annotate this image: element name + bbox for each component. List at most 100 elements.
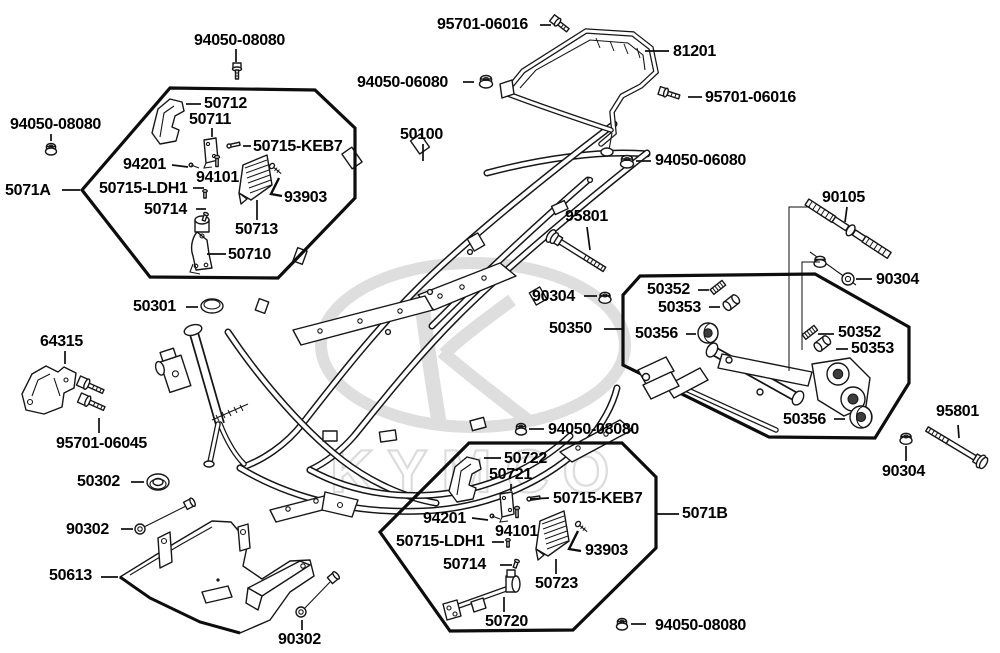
part-label-90105: 90105	[822, 189, 865, 206]
part-label-50613: 50613	[49, 567, 92, 584]
part-label-50352: 50352	[838, 324, 881, 341]
bracket-50720	[442, 569, 521, 621]
part-label-50350: 50350	[549, 320, 592, 337]
bolt-95701-06016-right	[657, 85, 681, 100]
part-label-5071B: 5071B	[682, 505, 728, 522]
nut-94050-06080-top	[478, 74, 494, 89]
pin-50715-keb7-a	[226, 141, 241, 149]
part-label-50100: 50100	[400, 126, 443, 143]
screw-94201-a	[188, 162, 200, 169]
bush-50356-upper	[697, 322, 719, 344]
part-label-95701-06016: 95701-06016	[437, 16, 529, 33]
bolt-95701-06045-2	[76, 392, 106, 412]
step-plate-50713	[238, 154, 273, 205]
part-label-50720: 50720	[485, 613, 528, 630]
part-label-94050-06080: 94050-06080	[655, 152, 747, 169]
frame-ignition-bracket	[154, 347, 192, 394]
detail-box-50350	[621, 272, 911, 440]
part-label-94050-08080: 94050-08080	[10, 116, 102, 133]
pin-94101-a	[213, 154, 221, 168]
part-label-90304: 90304	[876, 271, 919, 288]
nut-94050-08080-bottom	[615, 617, 629, 631]
frame-body-50100	[154, 124, 647, 523]
part-label-90302: 90302	[278, 631, 321, 648]
plate-50721	[499, 491, 515, 523]
bolt-90302-left	[134, 497, 196, 535]
nut-94050-06080-mid	[619, 154, 635, 169]
part-label-50356: 50356	[635, 325, 678, 342]
nut-94050-08080-mid	[514, 422, 528, 436]
detail-box-5071b	[377, 441, 658, 633]
part-label-93903: 93903	[284, 189, 327, 206]
part-label-50714: 50714	[443, 556, 486, 573]
bush-50353-lower	[813, 335, 832, 353]
part-label-90304: 90304	[532, 288, 575, 305]
pin-94101-b	[513, 505, 521, 519]
part-label-50353: 50353	[658, 299, 701, 316]
part-label-50715-KEB7: 50715-KEB7	[553, 490, 643, 507]
screw-93903-b	[567, 520, 588, 553]
bolt-90302-right	[295, 571, 341, 618]
part-label-50712: 50712	[204, 95, 247, 112]
part-label-50715-LDH1: 50715-LDH1	[99, 180, 188, 197]
frame-brackets	[254, 133, 569, 443]
part-label-50721: 50721	[489, 466, 532, 483]
part-label-94201: 94201	[423, 510, 466, 527]
part-label-90304: 90304	[882, 463, 925, 480]
pin-50714-b	[512, 558, 521, 569]
part-label-94050-08080: 94050-08080	[194, 32, 286, 49]
part-label-81201: 81201	[673, 43, 716, 60]
bracket-64315	[21, 365, 77, 415]
stud-50352-upper	[709, 279, 727, 296]
leader-lines	[50, 24, 960, 630]
bolt-95701-06016-top	[548, 14, 570, 33]
nut-90304-left	[598, 291, 612, 304]
part-label-94101: 94101	[495, 523, 538, 540]
pin-50715-ldh1-b	[505, 538, 511, 548]
bracket-50710	[189, 215, 213, 275]
part-label-94201: 94201	[123, 156, 166, 173]
engine-hanger-50350	[637, 342, 871, 433]
part-label-50722: 50722	[504, 450, 547, 467]
part-label-50352: 50352	[647, 281, 690, 298]
bolt-95801-left	[545, 229, 607, 273]
part-label-94050-08080: 94050-08080	[548, 421, 640, 438]
nut-washer-90304-right	[809, 251, 857, 286]
part-label-50713: 50713	[235, 221, 278, 238]
stud-50352-lower	[801, 324, 819, 341]
part-label-90302: 90302	[66, 521, 109, 538]
part-label-93903: 93903	[585, 542, 628, 559]
part-label-95801: 95801	[936, 403, 979, 420]
part-label-50302: 50302	[77, 473, 120, 490]
part-label-95701-06045: 95701-06045	[56, 435, 148, 452]
part-label-94050-08080: 94050-08080	[655, 617, 747, 634]
part-label-64315: 64315	[40, 333, 83, 350]
part-label-50356: 50356	[783, 411, 826, 428]
step-plate-50723	[535, 510, 570, 561]
grommet-50302	[146, 473, 170, 491]
bush-50353-upper	[722, 294, 741, 312]
part-label-50301: 50301	[133, 298, 176, 315]
pin-50715-ldh1-a	[202, 189, 208, 199]
screw-93903-a	[268, 162, 283, 198]
part-label-50723: 50723	[535, 575, 578, 592]
part-label-94101: 94101	[196, 169, 239, 186]
part-label-94050-06080: 94050-06080	[357, 74, 449, 91]
detail-box-5071a	[79, 86, 357, 280]
part-label-50715-LDH1: 50715-LDH1	[396, 533, 485, 550]
cap-50301	[200, 298, 224, 314]
part-label-95701-06016: 95701-06016	[705, 89, 797, 106]
part-label-50353: 50353	[851, 340, 894, 357]
stud-90105	[804, 198, 892, 260]
bolt-95701-06045-1	[75, 375, 105, 395]
guard-50712	[151, 98, 185, 145]
part-label-50715-KEB7: 50715-KEB7	[253, 138, 343, 155]
bolt-94050-08080-top	[231, 62, 243, 80]
part-label-95801: 95801	[565, 208, 608, 225]
bush-50356-lower	[849, 405, 873, 429]
part-label-50711: 50711	[189, 111, 232, 128]
luggage-rack-81201	[499, 31, 656, 157]
nut-94050-08080-left	[44, 142, 58, 156]
